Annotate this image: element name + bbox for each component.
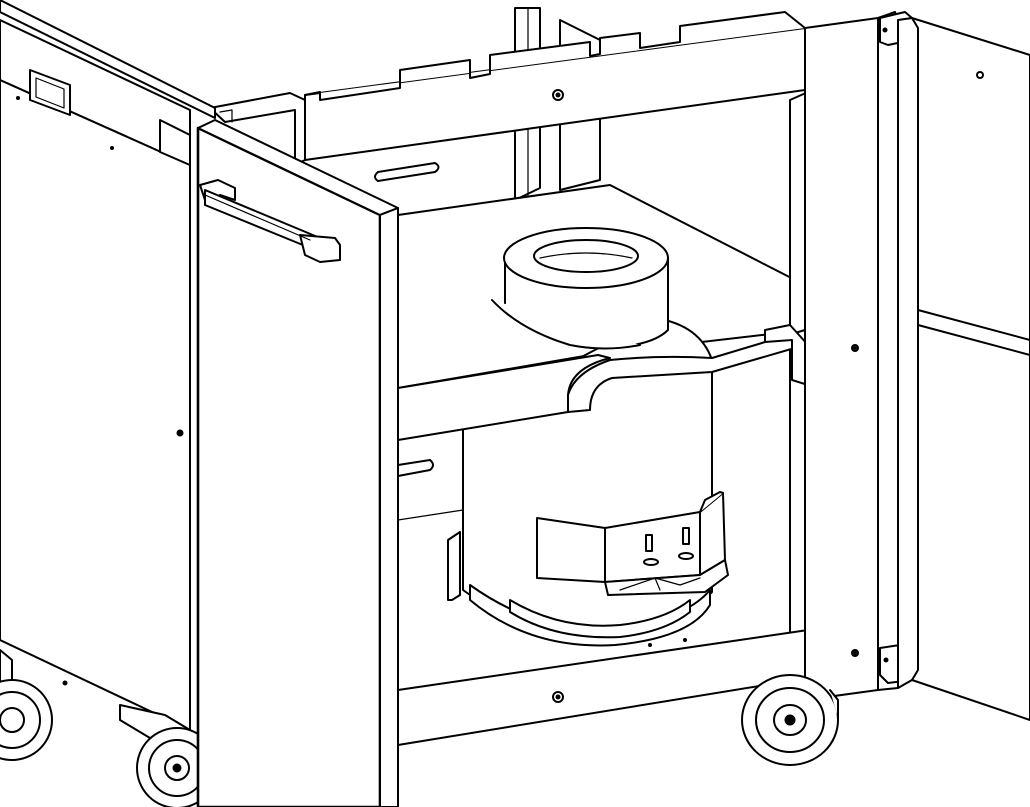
right-door <box>897 17 1030 721</box>
mounting-bracket <box>447 491 729 601</box>
right-caster-wheel <box>741 674 839 766</box>
far-left-door <box>0 0 216 731</box>
top-rear-rail <box>304 11 806 161</box>
right-corner-post <box>804 11 913 701</box>
middle-shelf <box>397 324 809 441</box>
lower-slot <box>397 459 464 521</box>
front-left-door <box>178 119 399 807</box>
